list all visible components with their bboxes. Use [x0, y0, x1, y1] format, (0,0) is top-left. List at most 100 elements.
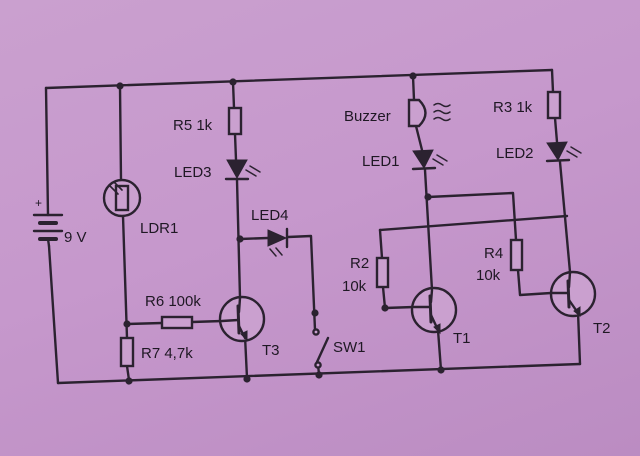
junction-dot — [409, 72, 417, 80]
junction-dot — [424, 193, 432, 201]
r6-label: R6 100k — [145, 293, 201, 310]
r2-value-label: 10k — [342, 278, 367, 295]
led4-wire-left — [238, 236, 270, 241]
t1-body — [410, 286, 458, 334]
led4-symbol — [267, 227, 289, 257]
led4-light-arrows — [269, 247, 283, 257]
led1-t1-wire — [423, 168, 434, 292]
t1-collector — [429, 288, 434, 304]
ldr-resistor — [114, 184, 130, 212]
sw1-contact-top — [312, 328, 320, 336]
sw1-lever — [315, 336, 330, 364]
junction-dots — [116, 72, 445, 385]
t2-collector — [567, 270, 572, 289]
junction-dot — [381, 304, 389, 312]
t2-transistor — [549, 270, 597, 318]
r5-led3-wire — [233, 132, 238, 162]
buzzer-symbol — [407, 98, 451, 128]
led2-diode — [546, 141, 568, 162]
r5-wire-top — [231, 80, 236, 110]
buzzer-sound-waves — [433, 102, 451, 122]
t3-emitter-arrow — [240, 330, 248, 342]
r3-wire-top — [550, 68, 555, 94]
ldr-wire-top — [118, 84, 123, 182]
t1-emitter-arrow — [433, 323, 441, 335]
r7-resistor — [119, 336, 135, 368]
r4-value-label: 10k — [476, 267, 501, 284]
led1-bar — [411, 166, 437, 171]
ldr-symbol — [102, 178, 142, 218]
junction-dot — [437, 366, 445, 374]
t1-emitter-wire — [436, 328, 443, 372]
t1-label: T1 — [453, 330, 471, 347]
junction-dot — [236, 235, 244, 243]
ldr-light-arrows — [109, 181, 123, 195]
r4-wire-bottom — [516, 268, 553, 297]
r5-resistor — [227, 106, 243, 136]
r6-wire-right — [190, 319, 224, 324]
buzzer-label: Buzzer — [344, 108, 391, 125]
led1-label: LED1 — [362, 153, 400, 170]
r3-resistor — [546, 90, 562, 120]
r2-wire-top — [378, 228, 384, 260]
ldr-wire-bottom — [121, 214, 129, 340]
top-rail — [44, 68, 554, 90]
led4-wire-right — [286, 234, 317, 332]
r6-resistor — [160, 315, 194, 330]
t3-base — [220, 318, 240, 323]
sw1-switch — [312, 328, 330, 369]
battery-wire-bottom — [47, 244, 60, 385]
led3-light-arrows — [245, 165, 261, 177]
buzzer-led1-wire — [414, 124, 424, 152]
t3-emitter-wire — [243, 334, 249, 380]
ldr-label: LDR1 — [140, 220, 178, 237]
led3-diode — [226, 159, 248, 180]
t1-transistor — [410, 286, 458, 335]
sw1-label: SW1 — [333, 339, 366, 356]
led2-bar — [545, 158, 571, 163]
led2-t2-wire — [558, 160, 572, 274]
t3-body — [218, 295, 266, 343]
t3-collector — [237, 296, 242, 314]
junction-dot — [229, 78, 237, 86]
t3-transistor — [218, 295, 266, 343]
battery-plus-label: + — [35, 196, 42, 210]
led2-light-arrows — [566, 146, 582, 158]
r2-name-label: R2 — [350, 255, 369, 272]
junction-dot — [243, 375, 251, 383]
r2-resistor — [375, 256, 390, 289]
led3-symbol — [224, 159, 261, 181]
r6-wire-left — [125, 321, 164, 326]
led4-diode — [267, 229, 288, 247]
t3-label: T3 — [262, 342, 280, 359]
r2-wire-bottom — [381, 285, 416, 310]
led1-diode — [412, 149, 434, 170]
t2-emitter-wire — [576, 310, 582, 366]
battery-wire-top — [44, 86, 50, 217]
t2-label: T2 — [593, 320, 611, 337]
r4-name-label: R4 — [484, 245, 503, 262]
r5-label: R5 1k — [173, 117, 213, 134]
junction-dot — [123, 320, 131, 328]
buzzer-body — [407, 98, 427, 128]
battery-lead — [46, 237, 51, 248]
junction-dot — [311, 309, 319, 317]
r4-wire-top — [426, 191, 518, 242]
r7-label: R7 4,7k — [141, 345, 193, 362]
led3-label: LED3 — [174, 164, 212, 181]
led1-light-arrows — [432, 154, 448, 166]
buzzer-wire-top — [411, 74, 416, 102]
r4-resistor — [509, 238, 524, 272]
t2-emitter-arrow — [573, 306, 581, 318]
sw1-contact-bottom — [314, 361, 322, 369]
r2-r4-bridge-wire — [378, 214, 569, 232]
led4-label: LED4 — [251, 207, 289, 224]
junction-dot — [315, 371, 323, 379]
battery-label: 9 V — [64, 229, 87, 246]
r3-label: R3 1k — [493, 99, 533, 116]
junction-dot — [116, 82, 124, 90]
led2-label: LED2 — [496, 145, 534, 162]
led2-symbol — [545, 141, 582, 163]
